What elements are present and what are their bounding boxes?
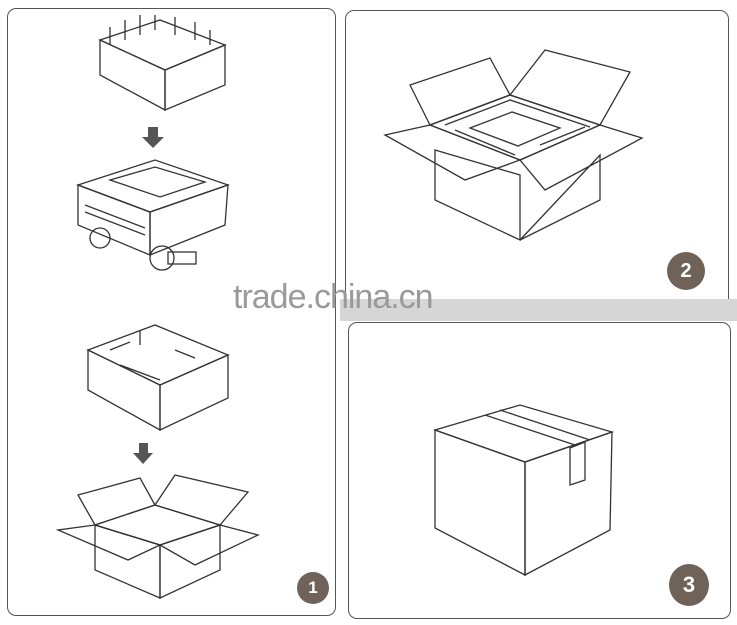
open-box-with-trays: [383, 49, 644, 242]
watermark: trade.china.cn: [233, 278, 434, 316]
step-1-panel: [7, 8, 336, 616]
step-badge-1: 1: [297, 572, 329, 604]
step-badge-3: 3: [669, 564, 709, 606]
arrow-down-icon: [133, 443, 153, 464]
watermark-band: [340, 299, 737, 321]
light-fixture: [76, 159, 230, 271]
arrow-down-icon: [142, 127, 164, 148]
open-box: [55, 474, 260, 600]
top-foam-tray: [98, 15, 227, 112]
sealed-box: [432, 404, 615, 577]
step-3-panel: [348, 322, 731, 619]
bottom-foam-tray: [86, 324, 230, 432]
step-badge-2: 2: [667, 252, 705, 290]
